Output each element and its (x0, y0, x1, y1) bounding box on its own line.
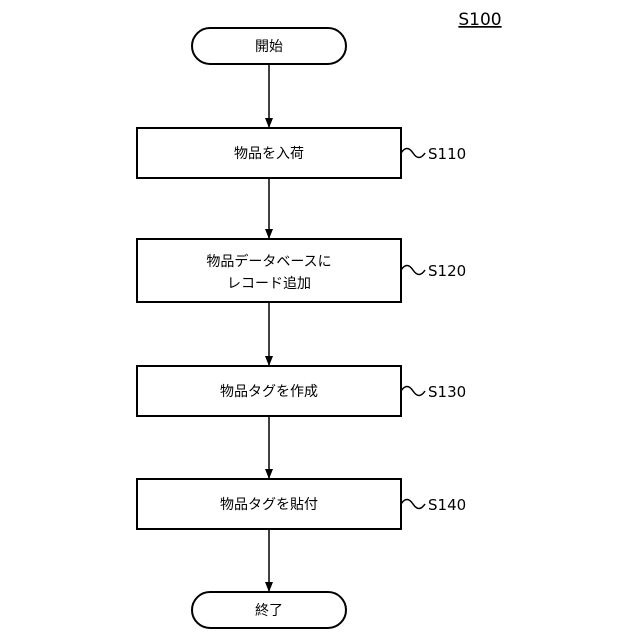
step-label-s110: S110 (428, 145, 466, 163)
process-s130-label: 物品タグを作成 (220, 384, 318, 400)
process-s120-label-line1: 物品データベースに (206, 253, 331, 270)
process-box-s140: 物品タグを貼付 S140 (137, 479, 466, 529)
start-terminal: 開始 (192, 28, 346, 64)
process-s120-label-line2: レコード追加 (227, 276, 311, 292)
process-box-s130: 物品タグを作成 S130 (137, 366, 466, 416)
process-s140-label: 物品タグを貼付 (220, 497, 318, 513)
leader-s130 (401, 387, 425, 396)
process-s110-label: 物品を入荷 (234, 146, 304, 162)
start-terminal-label: 開始 (255, 39, 283, 55)
leader-s110 (401, 149, 425, 158)
step-label-s140: S140 (428, 496, 466, 514)
step-label-s120: S120 (428, 262, 466, 280)
end-terminal: 終了 (192, 592, 346, 628)
process-box-s120: 物品データベースに レコード追加 S120 (137, 239, 466, 302)
end-terminal-label: 終了 (255, 603, 283, 619)
leader-s120 (401, 266, 425, 275)
figure-label: S100 (458, 10, 501, 30)
step-label-s130: S130 (428, 383, 466, 401)
leader-s140 (401, 500, 425, 509)
process-box-s110: 物品を入荷 S110 (137, 128, 466, 178)
